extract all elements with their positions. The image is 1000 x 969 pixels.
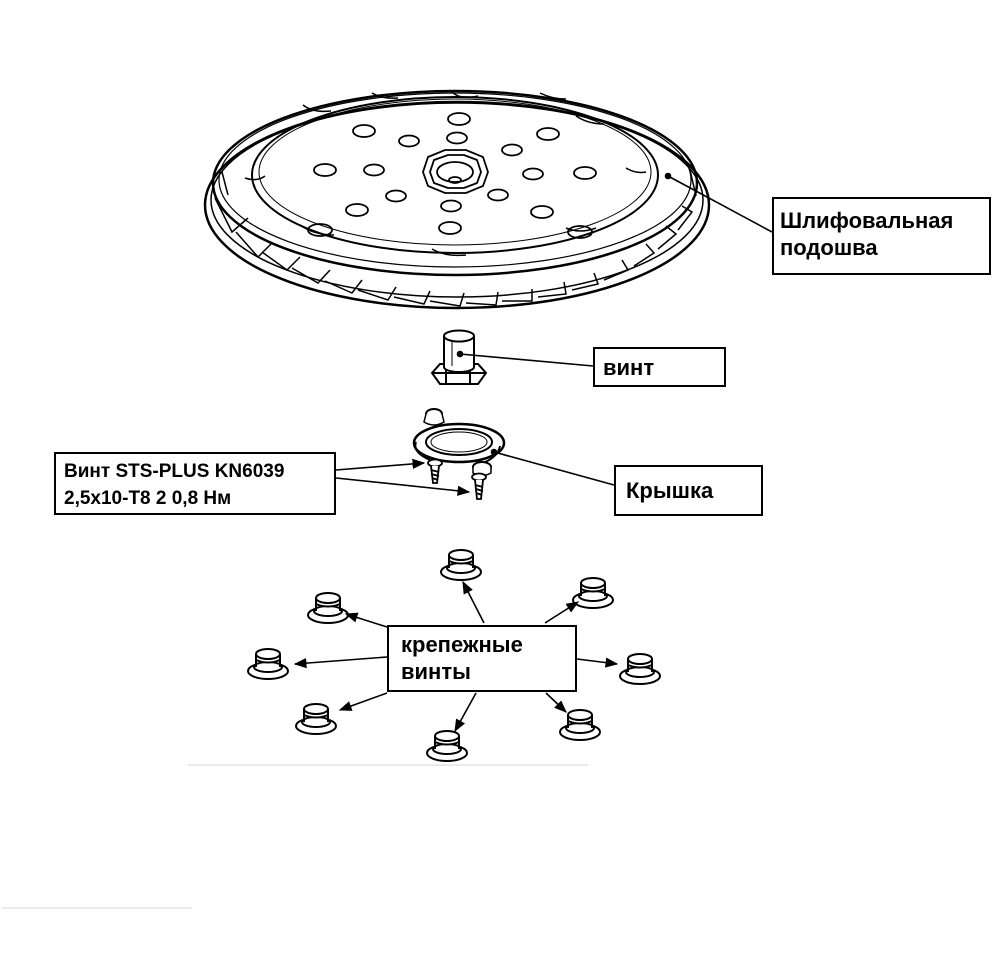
mount-screw-4 [247, 648, 289, 680]
label-sanding-pad: Шлифовальная подошва [772, 197, 991, 275]
mounting-screws [247, 549, 661, 762]
label-sts-line1: Винт STS-PLUS KN6039 [64, 461, 285, 482]
arrow-mount-6 [338, 692, 388, 711]
mount-screw-5 [619, 653, 661, 685]
leader-screw [459, 353, 594, 367]
arrow-mount-4 [293, 656, 388, 669]
label-mount-line2: винты [401, 659, 471, 684]
mount-screw-7 [559, 709, 601, 741]
mount-screw-2 [572, 577, 614, 609]
label-screw: винт [593, 347, 726, 387]
arrow-mount-8 [454, 692, 477, 733]
cover [412, 408, 506, 477]
mount-screw-6 [295, 703, 337, 735]
label-cover-text: Крышка [626, 478, 714, 503]
leader-cover [493, 451, 615, 486]
mount-screw-1 [440, 549, 482, 581]
label-cover: Крышка [614, 465, 763, 516]
arrow-mount-3 [344, 612, 388, 628]
label-mounting-screws: крепежные винты [387, 625, 577, 692]
sts-screws [427, 458, 487, 500]
background-lines [2, 764, 588, 909]
mount-screw-3 [307, 592, 349, 624]
leader-sts-2 [335, 477, 471, 496]
label-sanding-pad-line1: Шлифовальная [780, 208, 954, 233]
leader-sole [667, 175, 773, 233]
label-mount-line1: крепежные [401, 632, 523, 657]
label-screw-text: винт [603, 355, 655, 380]
arrow-mount-7 [545, 692, 567, 713]
leader-lines [293, 172, 773, 733]
arrow-mount-2 [544, 601, 580, 624]
arrow-mount-1 [462, 580, 485, 624]
label-sts-line2: 2,5x10-T8 2 0,8 Нм [64, 488, 232, 509]
label-sanding-pad-line2: подошва [780, 235, 878, 260]
center-screw [430, 329, 488, 385]
mount-screw-8 [426, 730, 468, 762]
arrow-mount-5 [576, 657, 619, 668]
sanding-pad [203, 89, 711, 310]
label-sts-screw: Винт STS-PLUS KN6039 2,5x10-T8 2 0,8 Нм [54, 452, 336, 515]
leader-sts-1 [335, 458, 426, 471]
